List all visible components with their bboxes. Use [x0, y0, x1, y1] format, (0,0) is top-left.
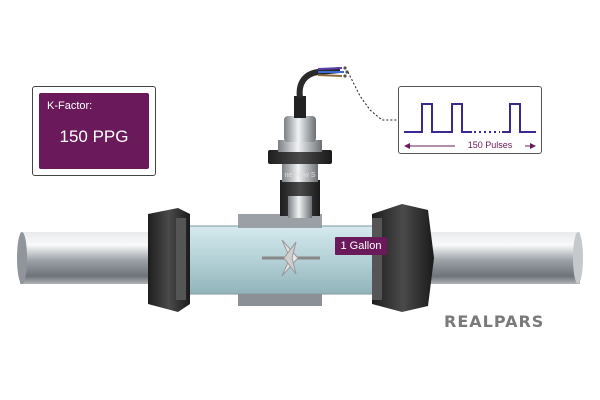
pulse-count-label: 150 Pulses [455, 140, 525, 150]
left-flange [148, 208, 190, 312]
turbine-rotor [262, 239, 320, 277]
pickup-sensor [268, 96, 332, 218]
cable-icon [296, 66, 349, 99]
brand-name: REALPARS [444, 312, 545, 331]
sensor-label: ne Flow S [284, 172, 316, 179]
kfactor-title: K-Factor: [47, 100, 93, 112]
outlet-pipe [420, 232, 583, 284]
inlet-pipe [17, 232, 160, 284]
kfactor-card: K-Factor: 150 PPG [32, 86, 156, 176]
volume-tag: 1 Gallon [335, 237, 387, 255]
brand-logo: REALPARS [444, 312, 544, 331]
signal-leader-line [347, 71, 398, 121]
right-flange [372, 204, 434, 312]
meter-body [177, 214, 385, 306]
kfactor-value: 150 PPG [59, 127, 129, 146]
kfactor-panel: K-Factor: 150 PPG [39, 93, 149, 169]
